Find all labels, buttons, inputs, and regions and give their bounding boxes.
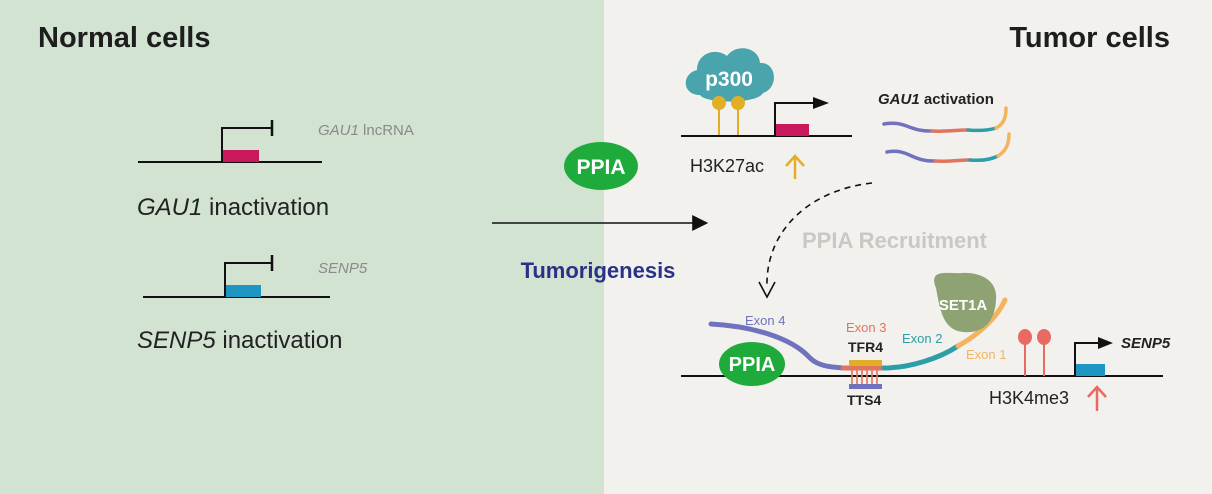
normal-cells-title: Normal cells [38, 22, 211, 54]
tts4-label: TTS4 [847, 392, 881, 408]
set1a-complex: SET1A [934, 272, 997, 333]
h3k4me3-marks [1018, 329, 1051, 376]
exon4-label: Exon 4 [745, 313, 785, 328]
normal-cells-panel [0, 0, 604, 494]
h3k27ac-label: H3K27ac [690, 156, 764, 176]
svg-text:SET1A: SET1A [939, 297, 988, 314]
gau1-inactivation-caption: GAU1 inactivation [137, 194, 329, 221]
gau1-transcripts [882, 106, 1011, 164]
tumor-cells-title: Tumor cells [1009, 22, 1170, 54]
senp5-gene-label: SENP5 [318, 260, 368, 277]
recruitment-dashed-arrow [766, 182, 873, 289]
ppia-locus-badge: PPIA [719, 342, 785, 386]
h3k27ac-marks [712, 96, 745, 136]
tfr4-label: TFR4 [848, 339, 883, 355]
gau1-activation-label: GAU1 activation [878, 91, 994, 108]
gau1-gene: GAU1 lncRNA [138, 120, 414, 163]
svg-text:p300: p300 [705, 68, 753, 91]
ppia-recruitment-label: PPIA Recruitment [802, 228, 988, 253]
p300-complex: p300 [685, 48, 774, 102]
gau1-active-gene [681, 97, 852, 137]
exon2-label: Exon 2 [902, 331, 942, 346]
exon3-label: Exon 3 [846, 320, 886, 335]
svg-text:PPIA: PPIA [729, 354, 776, 376]
senp5-gene: SENP5 [143, 255, 368, 298]
svg-text:PPIA: PPIA [576, 156, 625, 179]
h3k4me3-label: H3K4me3 [989, 388, 1069, 408]
senp5-active-gene [1074, 337, 1113, 376]
gau1-exon-box [222, 150, 259, 162]
h3k4me3-up-arrow [1087, 385, 1107, 411]
gau1-lncrna-label: GAU1 lncRNA [318, 122, 414, 139]
senp5-active-label: SENP5 [1121, 335, 1171, 352]
tumorigenesis-label: Tumorigenesis [521, 258, 676, 283]
senp5-inactivation-caption: SENP5 inactivation [137, 327, 342, 354]
tfr4-tts4-triplex [849, 360, 882, 389]
h3k27ac-up-arrow [785, 154, 805, 179]
senp5-exon-box [225, 285, 261, 297]
exon1-label: Exon 1 [966, 347, 1006, 362]
ppia-center-badge: PPIA [564, 142, 638, 190]
